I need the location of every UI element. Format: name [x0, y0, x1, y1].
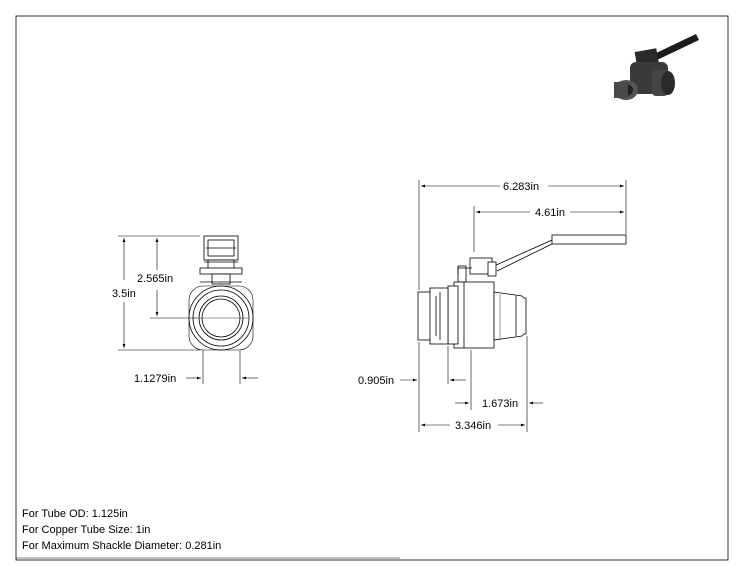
- front-dimension-lines: [118, 235, 258, 384]
- note-tube-od: For Tube OD: 1.125in: [22, 508, 128, 520]
- dim-side-body-length: 3.346in: [455, 420, 491, 432]
- valve-iso-thumbnail: [614, 34, 699, 100]
- note-copper-tube-size: For Copper Tube Size: 1in: [22, 524, 151, 536]
- valve-front-view: [188, 235, 254, 351]
- dim-side-end-offset: 0.905in: [358, 375, 394, 387]
- valve-side-view: [417, 234, 627, 349]
- dim-side-center-to-end: 1.673in: [482, 398, 518, 410]
- note-max-shackle-diameter: For Maximum Shackle Diameter: 0.281in: [22, 540, 222, 552]
- dim-front-width: 1.1279in: [134, 373, 176, 385]
- side-dimension-lines: [400, 180, 627, 432]
- dim-front-height-center: 2.565in: [137, 273, 173, 285]
- drawing-frame: [15, 15, 729, 561]
- dim-front-height-total: 3.5in: [112, 288, 136, 300]
- dim-side-handle-length: 4.61in: [535, 207, 565, 219]
- dim-side-length-overall: 6.283in: [503, 181, 539, 193]
